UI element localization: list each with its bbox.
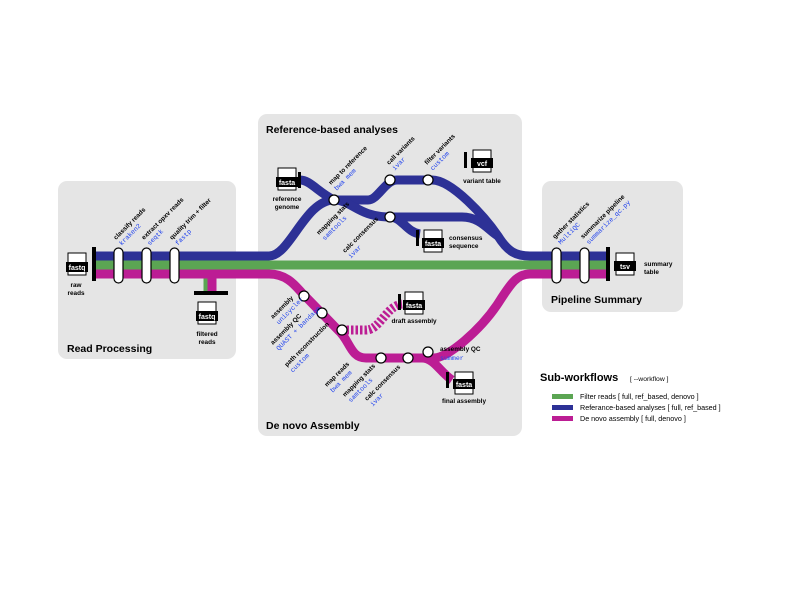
final-fasta-file: fasta [446, 371, 475, 395]
pipeline-summary-title: Pipeline Summary [551, 294, 642, 306]
end-bar [606, 247, 610, 281]
legend-subtitle: [ --workflow ] [630, 376, 669, 383]
svg-text:fastq: fastq [199, 314, 216, 321]
raw-reads-label-1: raw [70, 282, 81, 289]
reference-fasta-file: fasta [276, 167, 301, 191]
de-novo-title: De novo Assembly [266, 420, 360, 432]
summary-table-label-1: summary [644, 261, 673, 268]
filtered-reads-label-1: filtered [196, 331, 217, 338]
filtered-fastq-file: fastq [196, 301, 218, 325]
consensus-fasta-file: fasta [416, 229, 444, 253]
assembly-station[interactable] [298, 290, 310, 302]
raw-reads-label-2: reads [67, 290, 84, 297]
draft-assembly-label: draft assembly [391, 318, 437, 325]
svg-text:fastq: fastq [69, 265, 86, 272]
reference-genome-label-1: reference [273, 196, 302, 203]
read-processing-title: Read Processing [67, 343, 152, 355]
gather-stats-station[interactable] [551, 247, 562, 284]
draft-fasta-file: fasta [398, 291, 425, 315]
legend-title: Sub-workflows [540, 372, 618, 384]
legend-swatch-filter [552, 394, 573, 399]
consensus-sequence-label-1: consensus [449, 235, 483, 242]
extract-reads-station[interactable] [141, 247, 152, 284]
mapping-stats-station[interactable] [328, 194, 340, 206]
assembly-qc-station[interactable] [316, 307, 328, 319]
reference-genome-label-2: genome [275, 204, 300, 211]
svg-text:fasta: fasta [279, 180, 295, 187]
start-bar [92, 247, 96, 281]
variant-table-label: variant table [463, 178, 501, 185]
draft-assembly-spur [342, 299, 404, 335]
denovo-filter-spur [196, 269, 217, 292]
svg-text:tsv: tsv [620, 264, 630, 271]
legend-swatch-reference [552, 405, 573, 410]
map-reads-station[interactable] [375, 352, 387, 364]
assembly-qc2-tool: summer [440, 355, 464, 362]
filtered-bar [194, 291, 228, 295]
pipeline-summary-panel [542, 181, 683, 312]
filtered-reads-label-2: reads [198, 339, 215, 346]
consensus-sequence-label-2: sequence [449, 243, 479, 250]
legend-item-denovo: De novo assembly [ full, denovo ] [580, 414, 686, 423]
denovo-stats-station[interactable] [402, 352, 414, 364]
filter-variants-station[interactable] [422, 174, 434, 186]
final-assembly-spur [421, 353, 455, 384]
final-assembly-label: final assembly [442, 398, 486, 405]
summarize-station[interactable] [579, 247, 590, 284]
path-reconstruction-station[interactable] [336, 324, 348, 336]
summary-table-label-2: table [644, 269, 659, 276]
calc-consensus-station[interactable] [384, 211, 396, 223]
classify-reads-station[interactable] [113, 247, 124, 284]
raw-fastq-file: fastq [66, 252, 88, 276]
legend-swatch-denovo [552, 416, 573, 421]
summary-tsv-file: tsv [614, 252, 636, 276]
assembly-qc2-label: assembly QC [440, 346, 481, 353]
reference-based-title: Reference-based analyses [266, 124, 398, 136]
svg-text:fasta: fasta [425, 241, 441, 248]
reference-line [95, 175, 608, 261]
vcf-file: vcf [464, 149, 493, 173]
legend-item-reference: Referance-based analyses [ full, ref_bas… [580, 403, 721, 412]
svg-text:fasta: fasta [456, 382, 472, 389]
quality-trim-station[interactable] [169, 247, 180, 284]
assembly-qc2-station[interactable] [422, 346, 434, 358]
call-variants-station[interactable] [384, 174, 396, 186]
svg-text:fasta: fasta [406, 303, 422, 310]
svg-text:vcf: vcf [477, 161, 488, 168]
legend: Sub-workflows [ --workflow ] Filter read… [540, 372, 721, 423]
legend-item-filter: Filter reads [ full, ref_based, denovo ] [580, 392, 699, 401]
